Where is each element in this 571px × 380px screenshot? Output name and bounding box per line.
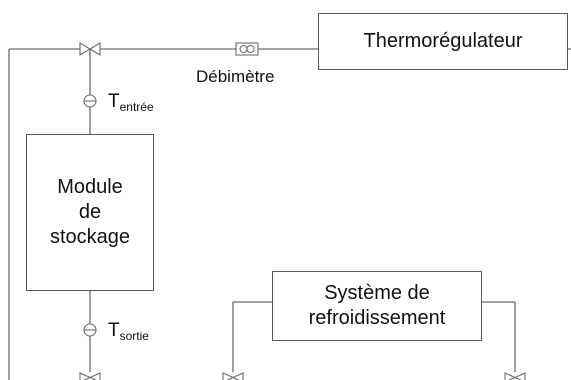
storage-module-label-line-3: stockage: [49, 226, 131, 248]
storage-module-label-line-2: de: [78, 201, 102, 223]
outlet-temperature-label: Tsortie: [108, 320, 149, 343]
temperature-sensor-icon: [83, 94, 97, 108]
storage-module-box: Module de stockage: [26, 134, 154, 291]
valve-icon: [79, 372, 101, 380]
cooling-system-label-line-2: refroidissement: [308, 307, 446, 329]
flowmeter-label: Débimètre: [196, 67, 275, 86]
valve-icon: [504, 372, 526, 380]
thermoregulator-box: Thermorégulateur: [318, 13, 568, 70]
cooling-system-box: Système de refroidissement: [272, 271, 482, 341]
valve-icon: [222, 372, 244, 380]
cooling-system-label-line-1: Système de: [324, 282, 430, 304]
temperature-sensor-icon: [83, 323, 97, 337]
thermoregulator-label: Thermorégulateur: [363, 30, 523, 52]
inlet-temperature-subscript: entrée: [119, 100, 154, 114]
outlet-temperature-symbol: T: [108, 320, 120, 341]
flowmeter-icon: [235, 42, 259, 56]
valve-icon: [79, 42, 101, 57]
outlet-temperature-subscript: sortie: [119, 329, 149, 343]
inlet-temperature-symbol: T: [108, 91, 120, 112]
storage-module-label-line-1: Module: [57, 176, 123, 198]
inlet-temperature-label: Tentrée: [108, 91, 154, 114]
